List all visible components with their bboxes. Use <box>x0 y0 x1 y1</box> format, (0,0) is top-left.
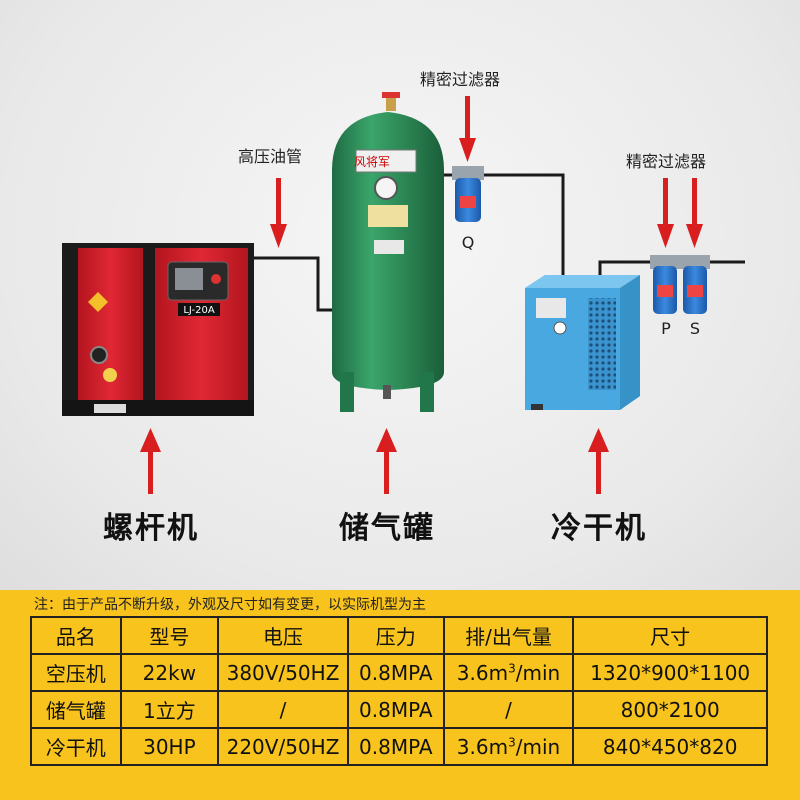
voltage-cell: 220V/50HZ <box>217 727 349 766</box>
filter-right-label: 精密过滤器 <box>626 152 707 171</box>
filter-top-label: 精密过滤器 <box>420 70 501 89</box>
flow-cell: 3.6m3/min <box>442 653 575 692</box>
table-row: 空压机 22kw 380V/50HZ 0.8MPA 3.6m3/min 1320… <box>30 653 768 692</box>
table-row: 储气罐 1立方 / 0.8MPA / 800*2100 <box>30 690 768 729</box>
dryer-title: 冷干机 <box>551 511 647 546</box>
spec-banner: 注：由于产品不断升级，外观及尺寸如有变更，以实际机型为主 品名 型号 电压 压力… <box>0 590 800 800</box>
header-cell: 排/出气量 <box>442 616 575 655</box>
flow-exponent: 3 <box>508 734 516 749</box>
pressure-cell: 0.8MPA <box>346 727 445 766</box>
arrow-down-icon-filter-s <box>686 178 703 248</box>
name-cell: 空压机 <box>30 653 122 692</box>
flow-value: 3.6m <box>456 660 509 685</box>
filter-s-label: S <box>690 319 700 338</box>
flow-value: 3.6m <box>456 734 509 759</box>
arrow-up-icon-compressor <box>140 428 161 494</box>
arrow-up-icon-tank <box>376 428 397 494</box>
flow-unit: /min <box>515 660 561 685</box>
arrow-down-icon-filter-p <box>657 178 674 248</box>
filter-q-label: Q <box>462 233 475 252</box>
disclaimer-note: 注：由于产品不断升级，外观及尺寸如有变更，以实际机型为主 <box>34 597 426 613</box>
precision-filter-s: S <box>680 255 710 338</box>
arrow-down-icon-filter-q <box>459 96 476 162</box>
size-cell: 800*2100 <box>572 690 768 729</box>
arrow-down-icon-hose <box>270 178 287 248</box>
header-cell: 品名 <box>30 616 122 655</box>
flow-exponent: 3 <box>508 660 516 675</box>
voltage-cell: / <box>217 690 349 729</box>
air-tank-illustration: 风将军 <box>332 92 444 412</box>
filter-p-label: P <box>661 319 671 338</box>
table-row: 冷干机 30HP 220V/50HZ 0.8MPA 3.6m3/min 840*… <box>30 727 768 766</box>
size-cell: 840*450*820 <box>572 727 768 766</box>
compressor-panel-label: LJ-20A <box>183 305 214 316</box>
header-cell: 压力 <box>346 616 445 655</box>
precision-filter-p: P <box>650 255 680 338</box>
product-scene: LJ-20A 风将军 Q <box>0 0 800 590</box>
callout-arrows <box>140 96 703 494</box>
arrow-up-icon-dryer <box>588 428 609 494</box>
hose-label: 高压油管 <box>238 147 303 166</box>
pressure-cell: 0.8MPA <box>346 653 445 692</box>
precision-filter-q: Q <box>452 166 484 252</box>
name-cell: 冷干机 <box>30 727 122 766</box>
tank-brand-label: 风将军 <box>354 155 390 169</box>
name-cell: 储气罐 <box>30 690 122 729</box>
size-cell: 1320*900*1100 <box>572 653 768 692</box>
equipment-illustration: LJ-20A 风将军 Q <box>62 92 745 494</box>
header-cell: 尺寸 <box>572 616 768 655</box>
screw-compressor-illustration: LJ-20A <box>62 243 254 416</box>
pressure-cell: 0.8MPA <box>346 690 445 729</box>
flow-value: / <box>505 697 512 722</box>
flow-cell: / <box>442 690 575 729</box>
model-cell: 1立方 <box>119 690 220 729</box>
table-header-row: 品名 型号 电压 压力 排/出气量 尺寸 <box>30 616 768 655</box>
header-cell: 电压 <box>217 616 349 655</box>
header-cell: 型号 <box>119 616 220 655</box>
tank-title: 储气罐 <box>339 511 435 546</box>
model-cell: 22kw <box>119 653 220 692</box>
model-cell: 30HP <box>119 727 220 766</box>
refrigerated-dryer-illustration <box>525 275 640 410</box>
spec-table: 品名 型号 电压 压力 排/出气量 尺寸 空压机 22kw 380V/50HZ … <box>30 616 768 766</box>
flow-cell: 3.6m3/min <box>442 727 575 766</box>
compressor-title: 螺杆机 <box>103 511 199 546</box>
voltage-cell: 380V/50HZ <box>217 653 349 692</box>
flow-unit: /min <box>515 734 561 759</box>
